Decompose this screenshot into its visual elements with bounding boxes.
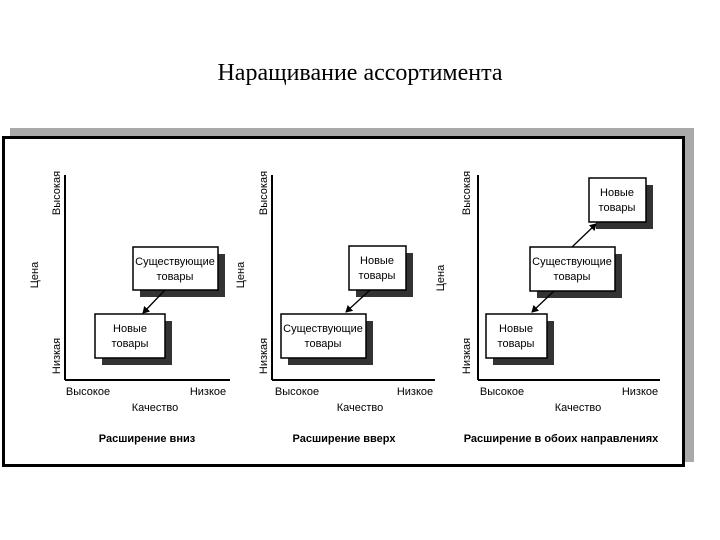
box-line2: товары bbox=[554, 271, 591, 283]
new-products-box-low: Новые товары bbox=[485, 313, 554, 365]
new-products-box: Новые товары bbox=[348, 245, 413, 297]
y-low-label: Низкая bbox=[51, 338, 63, 374]
diagram-frame bbox=[2, 136, 685, 467]
x-high-label: Высокое bbox=[275, 386, 319, 398]
y-low-label: Низкая bbox=[461, 338, 473, 374]
arrow bbox=[345, 289, 371, 313]
x-high-label: Высокое bbox=[66, 386, 110, 398]
slide-title: Наращивание ассортимента bbox=[217, 60, 503, 86]
box-line1: Новые bbox=[113, 323, 147, 335]
box-line2: товары bbox=[599, 202, 636, 214]
box-line1: Новые bbox=[499, 323, 533, 335]
x-axis-label: Качество bbox=[132, 402, 179, 414]
existing-products-box: Существующие товары bbox=[529, 246, 622, 298]
box-line2: товары bbox=[359, 270, 396, 282]
y-high-label: Высокая bbox=[258, 171, 270, 215]
y-high-label: Высокая bbox=[51, 171, 63, 215]
y-axis-label: Цена bbox=[235, 261, 247, 288]
new-products-box: Новые товары bbox=[94, 313, 172, 365]
box-line2: товары bbox=[112, 338, 149, 350]
arrow-down bbox=[531, 290, 555, 313]
panel-caption: Расширение вниз bbox=[99, 433, 196, 445]
panel-caption: Расширение в обоих направлениях bbox=[464, 433, 659, 445]
panel-extend-down: Высокая Цена Низкая Высокое Низкое Качес… bbox=[29, 171, 230, 445]
arrow bbox=[142, 289, 166, 314]
box-line2: товары bbox=[305, 338, 342, 350]
existing-products-box: Существующие товары bbox=[132, 246, 225, 297]
box-line2: товары bbox=[157, 271, 194, 283]
panel-extend-up: Высокая Цена Низкая Высокое Низкое Качес… bbox=[235, 171, 435, 445]
x-axis-label: Качество bbox=[337, 402, 384, 414]
box-line1: Новые bbox=[360, 255, 394, 267]
y-axis-label: Цена bbox=[435, 264, 447, 291]
x-axis-label: Качество bbox=[555, 402, 602, 414]
box-line1: Существующие bbox=[135, 256, 215, 268]
panel-caption: Расширение вверх bbox=[293, 433, 397, 445]
x-low-label: Низкое bbox=[622, 386, 658, 398]
box-line1: Существующие bbox=[532, 256, 612, 268]
x-low-label: Низкое bbox=[190, 386, 226, 398]
y-low-label: Низкая bbox=[258, 338, 270, 374]
box-line1: Новые bbox=[600, 187, 634, 199]
y-axis-label: Цена bbox=[29, 261, 41, 288]
box-line2: товары bbox=[498, 338, 535, 350]
x-high-label: Высокое bbox=[480, 386, 524, 398]
x-low-label: Низкое bbox=[397, 386, 433, 398]
box-line1: Существующие bbox=[283, 323, 363, 335]
y-high-label: Высокая bbox=[461, 171, 473, 215]
arrow-up bbox=[571, 223, 597, 248]
existing-products-box: Существующие товары bbox=[280, 313, 373, 365]
panel-extend-both: Высокая Цена Низкая Высокое Низкое Качес… bbox=[435, 171, 660, 445]
new-products-box-high: Новые товары bbox=[588, 177, 653, 229]
